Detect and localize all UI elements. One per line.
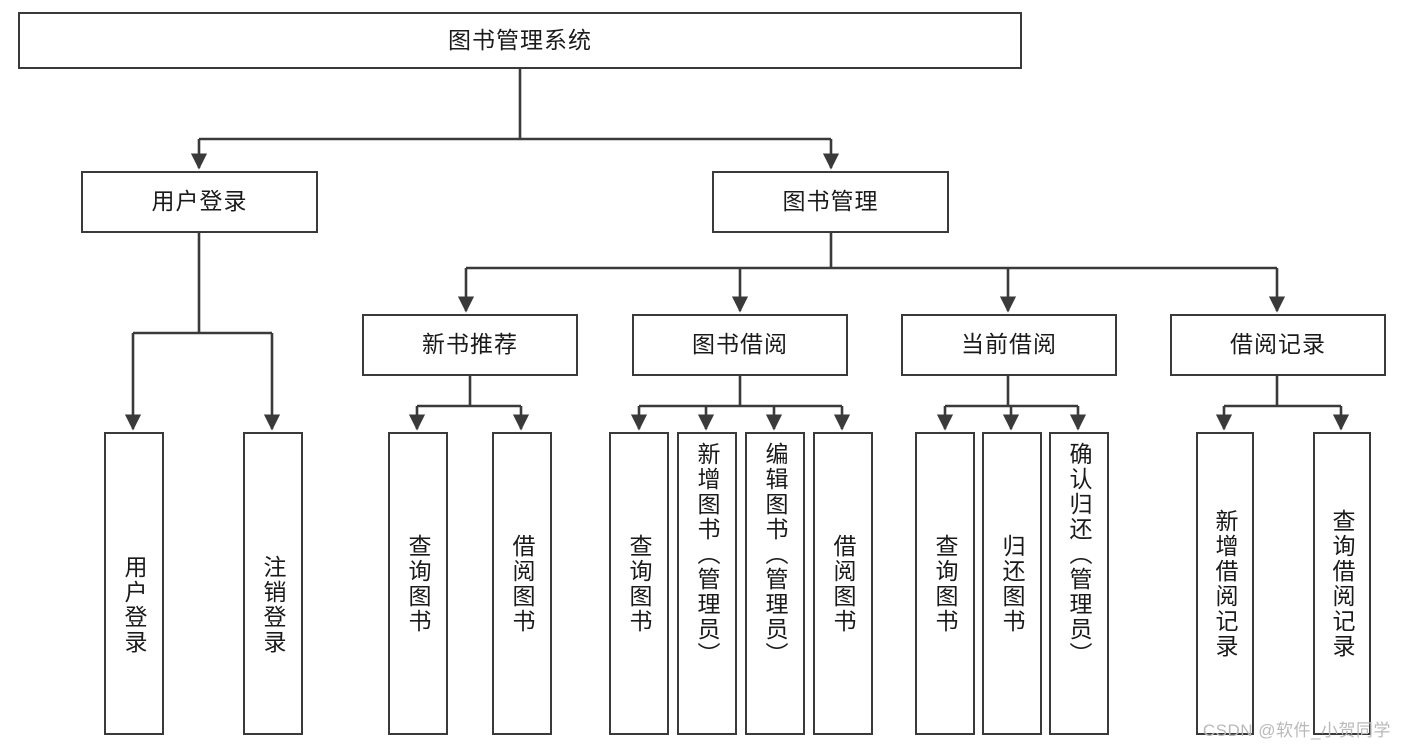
leaf-logout-login[interactable]: 注销登录 xyxy=(243,432,303,735)
leaf-confirm-return-admin[interactable]: 确认归还（管理员） xyxy=(1049,432,1109,735)
node-book-borrowing[interactable]: 图书借阅 xyxy=(632,314,848,376)
leaf-query-borrowing-record[interactable]: 查询借阅记录 xyxy=(1313,432,1371,735)
node-current-borrowing[interactable]: 当前借阅 xyxy=(901,314,1117,376)
leaf-borrow-book-new-rec[interactable]: 借阅图书 xyxy=(492,432,552,735)
leaf-edit-book-admin[interactable]: 编辑图书（管理员） xyxy=(745,432,805,735)
leaf-query-book-current[interactable]: 查询图书 xyxy=(915,432,975,735)
node-borrowing-records[interactable]: 借阅记录 xyxy=(1170,314,1386,376)
csdn-watermark: CSDN @软件_小贺同学 xyxy=(1202,721,1391,740)
node-root-book-management-system[interactable]: 图书管理系统 xyxy=(18,12,1022,69)
node-new-book-recommendation[interactable]: 新书推荐 xyxy=(362,314,578,376)
leaf-return-book[interactable]: 归还图书 xyxy=(982,432,1042,735)
leaf-add-borrowing-record[interactable]: 新增借阅记录 xyxy=(1196,432,1254,735)
leaf-query-book-new-rec[interactable]: 查询图书 xyxy=(388,432,448,735)
leaf-add-book-admin[interactable]: 新增图书（管理员） xyxy=(677,432,737,735)
leaf-borrow-book-borrowing[interactable]: 借阅图书 xyxy=(813,432,873,735)
leaf-user-login[interactable]: 用户登录 xyxy=(104,432,164,735)
leaf-query-book-borrowing[interactable]: 查询图书 xyxy=(609,432,669,735)
node-book-management[interactable]: 图书管理 xyxy=(712,171,949,233)
node-user-login[interactable]: 用户登录 xyxy=(81,171,318,233)
